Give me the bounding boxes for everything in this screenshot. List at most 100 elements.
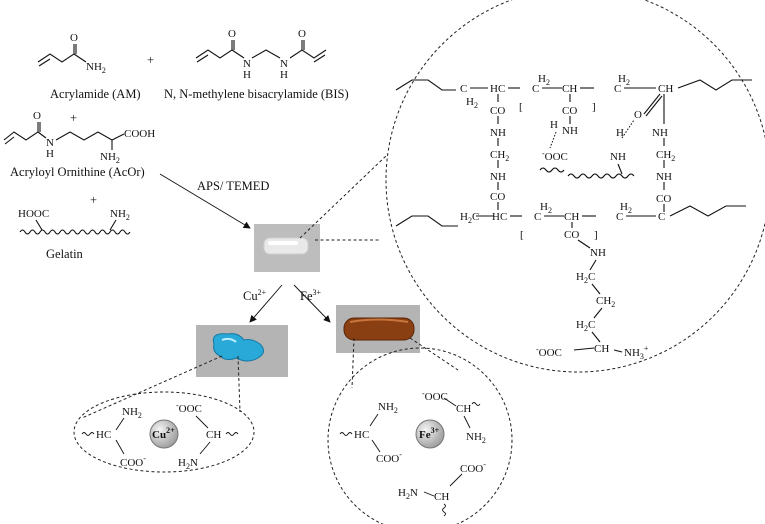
- net-h-hbond-1: H: [550, 119, 558, 131]
- hydrogel-photo: [254, 224, 320, 272]
- net-c-bottom-2: C: [534, 211, 541, 223]
- net-h2-bottom-2: H2: [540, 201, 552, 215]
- net-ch-orn: CH: [594, 343, 609, 355]
- label-initiator: APS/ TEMED: [197, 179, 269, 193]
- net-nh3-orn: NH3+: [624, 344, 649, 361]
- net-co-2: CO: [490, 191, 505, 203]
- label-gelatin: Gelatin: [46, 247, 84, 261]
- label-bis: N, N-methylene bisacrylamide (BIS): [164, 87, 349, 101]
- fe-coo-left: COO-: [376, 450, 402, 465]
- net-hn-1: NH: [652, 127, 668, 139]
- cu-ooc: -OOC: [176, 401, 202, 415]
- net-ch-top: CH: [562, 83, 577, 95]
- net-ch2-4: CH2: [596, 295, 615, 309]
- network-structure: C H2 HC [ C H2 CH ] C H2 CH CO NH CH2 NH…: [395, 73, 752, 361]
- acrylamide-structure: O NH2: [37, 32, 106, 75]
- net-ch2-1: CH2: [490, 149, 509, 163]
- fe-hydrogel-photo: [336, 305, 420, 353]
- net-h2-top-1: H2: [466, 96, 478, 110]
- net-ch-top-right: CH: [658, 83, 673, 95]
- fe-hc-left: HC: [354, 429, 369, 441]
- plus-3: +: [90, 193, 97, 207]
- acor-h: H: [46, 148, 54, 160]
- cu-coo: COO-: [120, 454, 146, 469]
- net-nh-3: NH: [562, 125, 578, 137]
- cu-chelate-structure: HC NH2 COO- Cu2+ -OOC CH H2N: [81, 401, 239, 471]
- net-co-3: CO: [562, 105, 577, 117]
- net-hc-bottom: HC: [492, 211, 507, 223]
- fe-ooc-right: -OOC: [422, 389, 448, 403]
- net-h-hbond-2: H: [616, 127, 624, 139]
- net-h2-top-2: H2: [538, 73, 550, 87]
- bis-oxygen-2: O: [298, 28, 306, 40]
- acor-nh2: NH2: [100, 151, 120, 165]
- net-c-top-1: C: [460, 83, 467, 95]
- net-bracket-right-1: ]: [592, 101, 596, 113]
- net-ooc-hbond: -OOC: [542, 149, 568, 163]
- net-nh-1: NH: [490, 127, 506, 139]
- gelatin-hooc: HOOC: [18, 208, 49, 220]
- fe-ion-label: Fe3+: [419, 426, 440, 441]
- net-c-bottom-3: C: [616, 211, 623, 223]
- acor-oxygen: O: [33, 110, 41, 122]
- net-nh-gel: NH: [610, 151, 626, 163]
- net-c-top-3: C: [614, 83, 621, 95]
- fe-chelate-structure: NH2 HC COO- Fe3+ -OOC CH NH2 COO- H2N CH: [339, 389, 486, 517]
- acor-cooh: COOH: [124, 128, 155, 140]
- am-oxygen: O: [70, 32, 78, 44]
- net-o-hbond: O: [634, 109, 642, 121]
- bis-h-2: H: [280, 69, 288, 81]
- fe-chelate-inset: [327, 347, 513, 524]
- net-h2-top-3: H2: [618, 73, 630, 87]
- gelatin-structure: HOOC NH2: [18, 208, 131, 235]
- gelatin-nh2: NH2: [110, 208, 130, 222]
- bis-structure: O N H N H O: [195, 28, 327, 81]
- fe-nh2-right: NH2: [466, 431, 486, 445]
- net-hc-top: HC: [490, 83, 505, 95]
- plus-1: +: [147, 53, 154, 67]
- net-nh-5: NH: [590, 247, 606, 259]
- cu-hydrogel-photo: [196, 325, 288, 377]
- cu-ion-label: Cu2+: [152, 426, 175, 441]
- fe-ch-bottom: CH: [434, 491, 449, 503]
- label-acrylamide: Acrylamide (AM): [50, 87, 141, 101]
- cu-ch: CH: [206, 429, 221, 441]
- net-c-bottom-right: C: [658, 211, 665, 223]
- net-h2-bottom-3: H2: [620, 201, 632, 215]
- bis-nitrogen-1: N: [243, 58, 251, 70]
- net-ch2-3: H2C: [576, 271, 595, 285]
- net-co-4: CO: [656, 193, 671, 205]
- label-cu-ion: Cu2+: [243, 288, 267, 303]
- label-fe-ion: Fe3+: [300, 288, 322, 303]
- net-bracket-right-2: ]: [594, 229, 598, 241]
- cu-chelate-inset: [73, 391, 255, 473]
- am-nh2: NH2: [86, 61, 106, 75]
- net-ch2-5: H2C: [576, 319, 595, 333]
- bis-oxygen-1: O: [228, 28, 236, 40]
- plus-2: +: [70, 111, 77, 125]
- net-h2c-bottom: H2C: [460, 211, 479, 225]
- net-co-5: CO: [564, 229, 579, 241]
- fe-coo-bottom: COO-: [460, 460, 486, 475]
- net-ooc-orn: -OOC: [536, 345, 562, 359]
- net-co-1: CO: [490, 105, 505, 117]
- cu-ion-sphere: [149, 419, 179, 449]
- network-detail-inset: [385, 0, 765, 373]
- fe-nh2-left: NH2: [378, 401, 398, 415]
- net-ch2-2: CH2: [656, 149, 675, 163]
- label-acor: Acryloyl Ornithine (AcOr): [10, 165, 145, 179]
- bis-h-1: H: [243, 69, 251, 81]
- net-nh-4: NH: [656, 171, 672, 183]
- net-nh-2: NH: [490, 171, 506, 183]
- fe-h2n-bottom: H2N: [398, 487, 418, 501]
- acor-nitrogen: N: [46, 137, 54, 149]
- cu-nh2: NH2: [122, 406, 142, 420]
- fe-ch-right: CH: [456, 403, 471, 415]
- net-bracket-left-2: [: [520, 229, 524, 241]
- fe-ion-sphere: [415, 419, 445, 449]
- net-bracket-left-1: [: [519, 101, 523, 113]
- net-ch-bottom: CH: [564, 211, 579, 223]
- cu-hc: HC: [96, 429, 111, 441]
- cu-h2n: H2N: [178, 457, 198, 471]
